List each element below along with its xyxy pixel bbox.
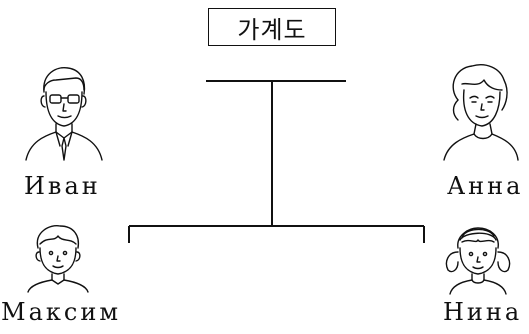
diagram-title: 가계도 <box>208 8 336 46</box>
boy-icon <box>27 225 89 293</box>
girl-with-pigtails-icon <box>445 227 511 295</box>
man-with-glasses-icon <box>25 67 103 161</box>
son-name: Максим <box>1 298 121 326</box>
mother-name: Анна <box>447 172 524 200</box>
woman-icon <box>443 64 519 161</box>
daughter-name: Нина <box>443 298 523 326</box>
father-name: Иван <box>24 172 101 200</box>
